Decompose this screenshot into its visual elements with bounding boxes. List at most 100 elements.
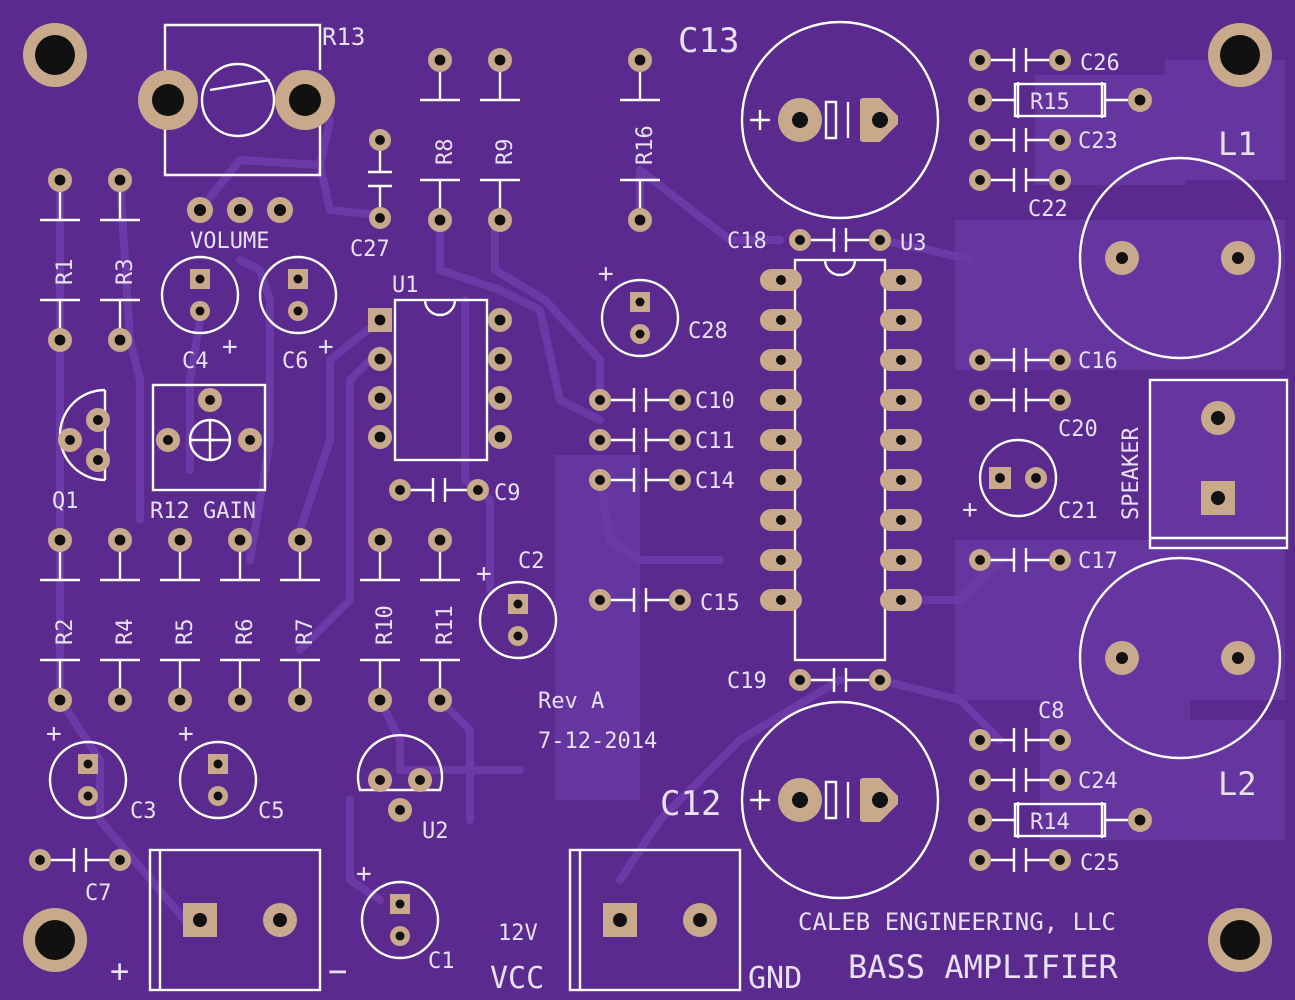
label-c25: C25 xyxy=(1080,851,1120,876)
label-c19: C19 xyxy=(727,669,767,694)
resistor-r10: R10 xyxy=(360,528,400,712)
label-l2: L2 xyxy=(1218,765,1257,803)
label-r15: R15 xyxy=(1030,90,1070,115)
label-minus: − xyxy=(328,952,347,990)
label-c14: C14 xyxy=(695,469,735,494)
volume-pads xyxy=(187,197,293,223)
label-r9: R9 xyxy=(493,139,518,166)
c12-capacitor xyxy=(740,700,940,900)
capacitor-c10: C10 xyxy=(589,388,735,414)
resistor-r5: R5 xyxy=(160,528,200,712)
vcc-gnd-terminal xyxy=(568,848,742,992)
capacitor-c1: C1 + xyxy=(356,859,455,974)
label-c8: C8 xyxy=(1038,699,1065,724)
power-input-terminal xyxy=(148,848,322,992)
r13-potentiometer xyxy=(138,23,335,177)
plus-mark: + xyxy=(222,332,238,362)
l2-inductor xyxy=(1078,556,1282,760)
capacitor-c4: C4 + xyxy=(160,255,240,374)
capacitor-c9: C9 xyxy=(389,478,521,506)
label-r1: R1 xyxy=(53,259,78,286)
capacitor-c11: C11 xyxy=(589,428,735,454)
label-c18: C18 xyxy=(727,229,767,254)
mounting-holes xyxy=(23,23,1272,972)
capacitor-c15: C15 xyxy=(589,588,740,616)
capacitor-c26: C26 xyxy=(969,48,1120,76)
u3-ic-dip18 xyxy=(760,258,922,662)
q1-transistor xyxy=(58,388,110,482)
capacitor-c7: C7 xyxy=(29,848,131,906)
capacitor-c22: C22 xyxy=(969,168,1071,222)
label-u1: U1 xyxy=(392,273,419,298)
l1-inductor xyxy=(1078,156,1282,360)
label-r2: R2 xyxy=(53,619,78,646)
resistor-r7: R7 xyxy=(280,528,320,712)
label-c12: C12 xyxy=(660,784,721,824)
label-r5: R5 xyxy=(173,619,198,646)
plus-mark: + xyxy=(356,859,372,889)
label-gnd: GND xyxy=(748,961,802,996)
label-c24: C24 xyxy=(1078,769,1118,794)
company-text: CALEB ENGINEERING, LLC xyxy=(798,908,1116,936)
electrolytic-capacitors: C4+C6+C3+C5+C1+C2+C28+C21+ xyxy=(46,255,1098,974)
capacitor-c3: C3+ xyxy=(46,719,157,824)
label-c27: C27 xyxy=(350,237,390,262)
label-12v: 12V xyxy=(498,921,538,946)
label-c10: C10 xyxy=(695,389,735,414)
resistor-r14: R14 xyxy=(968,802,1152,838)
title-text: BASS AMPLIFIER xyxy=(848,948,1118,986)
label-c22: C22 xyxy=(1028,197,1068,222)
label-r11: R11 xyxy=(433,605,458,645)
label-c28: C28 xyxy=(688,319,728,344)
r12-gain-trimmer xyxy=(151,383,267,492)
label-r8: R8 xyxy=(433,139,458,166)
label-u3: U3 xyxy=(900,231,927,256)
plus-mark: + xyxy=(962,495,978,525)
capacitor-c25: C25 xyxy=(969,848,1120,876)
capacitor-c28: C28 + xyxy=(598,259,728,358)
capacitor-c24: C24 xyxy=(969,768,1118,794)
c13-capacitor xyxy=(740,20,940,220)
label-plus: + xyxy=(110,952,129,990)
label-u2: U2 xyxy=(422,819,449,844)
label-r3: R3 xyxy=(113,259,138,286)
capacitor-c2: C2+ xyxy=(476,549,558,660)
label-vcc: VCC xyxy=(490,961,544,996)
u1-ic-dip8 xyxy=(368,298,512,462)
label-c21: C21 xyxy=(1058,499,1098,524)
resistor-r9: R9 xyxy=(480,48,520,232)
resistor-r4: R4 xyxy=(100,528,140,712)
label-q1: Q1 xyxy=(52,489,79,514)
label-r16: R16 xyxy=(633,125,658,165)
capacitor-c18: C18 xyxy=(727,228,891,254)
u2-regulator xyxy=(356,733,444,822)
label-c5: C5 xyxy=(258,799,285,824)
label-c3: C3 xyxy=(130,799,157,824)
resistor-r16: R16 xyxy=(620,48,660,232)
label-c6: C6 xyxy=(282,349,309,374)
capacitor-c16: C16 xyxy=(969,348,1118,374)
label-c4: C4 xyxy=(182,349,209,374)
resistor-r8: R8 xyxy=(420,48,460,232)
label-c1: C1 xyxy=(428,949,455,974)
resistor-r1: R1 xyxy=(40,168,80,352)
plus-mark: + xyxy=(178,719,194,749)
label-r7: R7 xyxy=(293,619,318,646)
resistor-r2: R2 xyxy=(40,528,80,712)
label-c23: C23 xyxy=(1078,129,1118,154)
capacitor-c23: C23 xyxy=(969,128,1118,154)
capacitor-c20: C20 xyxy=(969,388,1098,442)
label-r14: R14 xyxy=(1030,810,1070,835)
revision-text: Rev A xyxy=(538,689,604,714)
resistor-r11: R11 xyxy=(420,528,460,712)
capacitor-c21: C21 + xyxy=(962,438,1098,525)
plus-mark: + xyxy=(476,559,492,589)
label-c15: C15 xyxy=(700,591,740,616)
resistor-r6: R6 xyxy=(220,528,260,712)
label-r12-gain: R12 GAIN xyxy=(150,499,256,524)
plus-mark: + xyxy=(598,259,614,289)
label-r10: R10 xyxy=(373,605,398,645)
label-l1: L1 xyxy=(1218,125,1257,163)
